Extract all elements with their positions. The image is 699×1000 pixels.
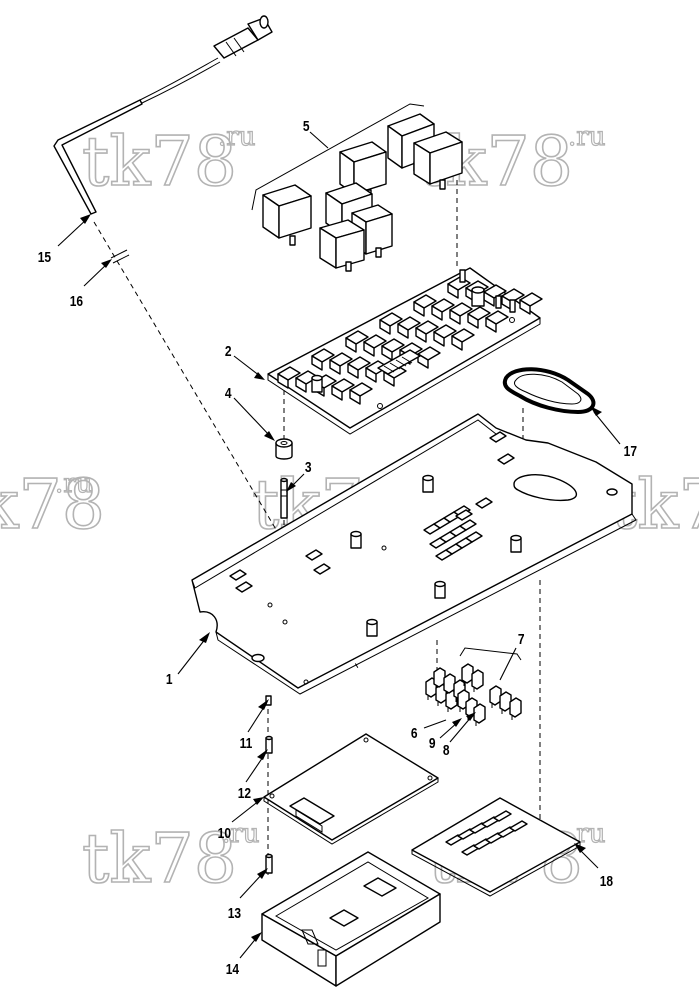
- relay: [351, 204, 393, 258]
- fuse-holder-side: [433, 331, 445, 347]
- standoff-top: [350, 530, 362, 538]
- plate-slot: [475, 497, 493, 509]
- fuse-holder-side: [413, 301, 425, 317]
- fuse-holder-side: [347, 363, 359, 379]
- base-tray-part-14: [261, 851, 441, 987]
- relay: [262, 184, 312, 246]
- mounting-plate-part-1: [191, 413, 637, 695]
- fuse-holder-side: [485, 317, 497, 333]
- fuse-holder-side: [277, 373, 289, 389]
- cover-plate-part-18: [411, 797, 581, 897]
- leader-lines: [57, 131, 621, 959]
- callout-12: 12: [238, 785, 252, 802]
- standoff-top: [366, 618, 378, 626]
- fuse-holder-side: [449, 309, 461, 325]
- watermark-suffix: .ru: [218, 122, 255, 152]
- callout-8: 8: [443, 742, 450, 759]
- fuse-holder-side: [363, 341, 375, 357]
- callout-14: 14: [226, 961, 240, 978]
- spacer-part-12: [265, 735, 273, 754]
- fuse-holder-side: [365, 367, 377, 383]
- watermark-suffix: .ru: [222, 819, 259, 849]
- standoff-group: [350, 474, 522, 637]
- fuse-holder-side: [345, 337, 357, 353]
- plate-slot: [489, 431, 507, 443]
- watermark-text: tk78: [0, 466, 105, 545]
- fuse-holder-side: [451, 335, 463, 351]
- plate-slot: [313, 563, 331, 575]
- fuse-holder-side: [447, 283, 459, 299]
- nut-part-4: [275, 438, 293, 460]
- spacer-part-13: [265, 853, 273, 874]
- callout-labels: 1 2 3 4 5 6 7 8 9 10 11 12 13 14 15 16 1…: [38, 118, 637, 978]
- fuse-holder-side: [349, 389, 361, 405]
- plate-slot: [497, 453, 515, 465]
- callout-2: 2: [225, 343, 232, 360]
- standoff-top: [434, 580, 446, 588]
- cover-slot: [509, 820, 528, 832]
- plate-slot: [229, 569, 247, 581]
- fuse-holder-side: [431, 305, 443, 321]
- fuse-holder-side: [329, 359, 341, 375]
- blade-fuse: [471, 669, 484, 690]
- plate-slot: [459, 519, 477, 531]
- fuse-holder-side: [415, 327, 427, 343]
- callout-6: 6: [411, 725, 418, 742]
- fuse-holder-side: [417, 353, 429, 369]
- callout-1: 1: [166, 671, 173, 688]
- standoff-top: [510, 534, 522, 542]
- relay: [413, 131, 463, 190]
- callout-3: 3: [305, 459, 312, 476]
- spacer-part-11: [265, 695, 272, 706]
- fuse-holder-side: [295, 377, 307, 393]
- fuse-holder-side: [331, 385, 343, 401]
- clip-part-16: [110, 249, 130, 264]
- circuit-board-part-10: [263, 733, 439, 845]
- callout-16: 16: [70, 293, 84, 310]
- plate-slot: [235, 581, 253, 593]
- relay: [319, 219, 365, 272]
- stud-part-3: [280, 477, 288, 519]
- callout-13: 13: [228, 905, 242, 922]
- cover-slot-group: [445, 810, 528, 856]
- fuse-cluster-part-6: [425, 663, 522, 726]
- plate-slot: [455, 509, 473, 521]
- fuse-holder-side: [383, 371, 395, 387]
- callout-11: 11: [240, 735, 253, 752]
- fuse-holder-side: [467, 313, 479, 329]
- standoff-top: [422, 474, 434, 482]
- callout-15: 15: [38, 249, 52, 266]
- fuse-bracket-part-7: [459, 647, 522, 661]
- watermark-text: tk78: [82, 123, 237, 202]
- relay-group-part-5: [251, 103, 463, 272]
- watermark-text: tk78: [82, 820, 237, 899]
- callout-18: 18: [600, 873, 614, 890]
- fuse-holder-side: [311, 355, 323, 371]
- plate-slot-group: [229, 431, 515, 593]
- fuse-holder-side: [397, 323, 409, 339]
- callout-4: 4: [225, 385, 232, 402]
- plate-slot: [305, 549, 323, 561]
- callout-9: 9: [429, 735, 436, 752]
- cover-slot: [493, 810, 512, 822]
- gasket-part-17: [502, 367, 596, 414]
- plate-slot: [465, 531, 483, 543]
- watermark-suffix: .ru: [55, 469, 92, 499]
- blade-fuse: [473, 703, 486, 724]
- watermark-suffix: .ru: [568, 122, 605, 152]
- fuse-holder-side: [519, 299, 531, 315]
- callout-10: 10: [218, 825, 231, 842]
- blade-fuse: [509, 697, 522, 718]
- callout-7: 7: [518, 631, 525, 648]
- sensor-rod-part-15: [53, 15, 273, 215]
- callout-5: 5: [303, 118, 310, 135]
- fuse-holder-side: [379, 319, 391, 335]
- callout-17: 17: [624, 443, 637, 460]
- relay-board-part-2: [267, 267, 543, 435]
